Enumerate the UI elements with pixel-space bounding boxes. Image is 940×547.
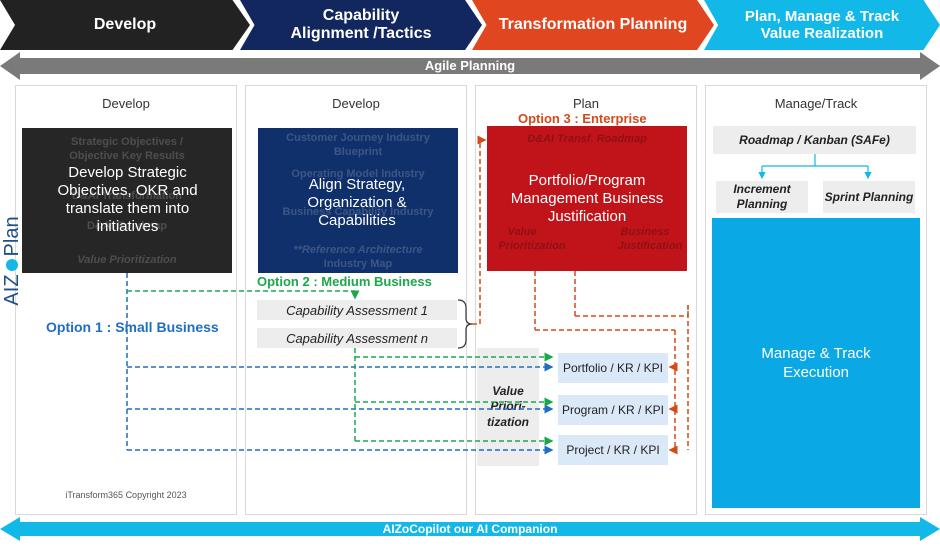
ghost-text: Value Prioritization (77, 254, 177, 266)
increment-planning-box: Increment Planning (716, 181, 808, 213)
ghost-text: Blueprint (333, 146, 383, 158)
phase-capability-chevron: Capability Alignment /Tactics (240, 0, 482, 50)
column-title: Manage/Track (774, 96, 858, 111)
roadmap-kanban-box: Roadmap / Kanban (SAFe) (713, 126, 916, 154)
assessment-brace (457, 299, 473, 349)
capability-assessment-1: Capability Assessment 1 (257, 300, 457, 320)
phase-label: Capability Alignment /Tactics (290, 6, 432, 42)
capability-assessment-n: Capability Assessment n (257, 328, 457, 348)
option1-label: Option 1 : Small Business (46, 319, 219, 335)
ghost-text: Business (620, 226, 670, 238)
portfolio-kpi-box: Portfolio / KR / KPI (558, 353, 668, 383)
option2-label: Option 2 : Medium Business (257, 274, 432, 289)
option3-label: Option 3 : Enterprise (518, 111, 647, 126)
ghost-text: Operating Model Industry (291, 168, 425, 180)
execution-box (712, 218, 920, 508)
ghost-text: D&AI Transf. Roadmap (527, 133, 647, 145)
agile-planning-label: Agile Planning (424, 58, 516, 73)
ghost-text: D&AI Transformation (71, 190, 182, 202)
column-title: Plan (572, 96, 600, 111)
develop-objectives-box (22, 128, 232, 273)
execution-text: Manage & Track Execution (761, 345, 871, 381)
program-kpi-box: Program / KR / KPI (558, 395, 668, 425)
phase-transformation-chevron: Transformation Planning (472, 0, 714, 50)
ghost-text: Customer Journey Industry (286, 132, 430, 144)
ai-companion-arrow (0, 517, 940, 541)
phase-label: Transformation Planning (498, 15, 688, 33)
align-strategy-text: Align Strategy, Organization & Capabilit… (307, 176, 407, 229)
sprint-planning-box: Sprint Planning (823, 181, 915, 213)
ghost-text: Value (507, 226, 537, 238)
ghost-text: **Reference Architecture (293, 244, 423, 256)
ghost-text: Strategic Objectives / (71, 136, 183, 148)
option1-connector (126, 273, 554, 455)
option3-connector (472, 135, 689, 455)
ghost-text: D&AI Roadmap (86, 220, 168, 232)
agile-planning-arrow (0, 52, 940, 80)
ai-companion-label: AIZoCopilot our AI Companion (382, 522, 558, 536)
portfolio-program-text: Portfolio/Program Management Business Ju… (510, 172, 664, 225)
align-strategy-box (258, 128, 458, 273)
ghost-text: Industry Map (323, 258, 393, 270)
portfolio-program-box (487, 126, 687, 271)
phase-develop-chevron: Develop (0, 0, 250, 50)
develop-objectives-text: Develop Strategic Objectives, OKR and tr… (57, 164, 198, 235)
ghost-text: Objective Key Results (69, 150, 185, 162)
ghost-text: Prioritization (498, 240, 566, 252)
column-title: Develop (332, 96, 380, 111)
phase-label: Plan, Manage & Track Value Realization (744, 7, 900, 42)
project-kpi-box: Project / KR / KPI (558, 435, 668, 465)
ghost-text: Justification (617, 240, 683, 252)
column-title: Develop (102, 96, 150, 111)
phase-label: Develop (93, 15, 157, 33)
roadmap-split-connector (758, 154, 872, 180)
ghost-text: Business Capability Industry (282, 206, 434, 218)
option2-connector (127, 290, 554, 446)
phase-value-chevron: Plan, Manage & Track Value Realization (704, 0, 940, 50)
copyright-text: iTransform365 Copyright 2023 (65, 490, 187, 500)
